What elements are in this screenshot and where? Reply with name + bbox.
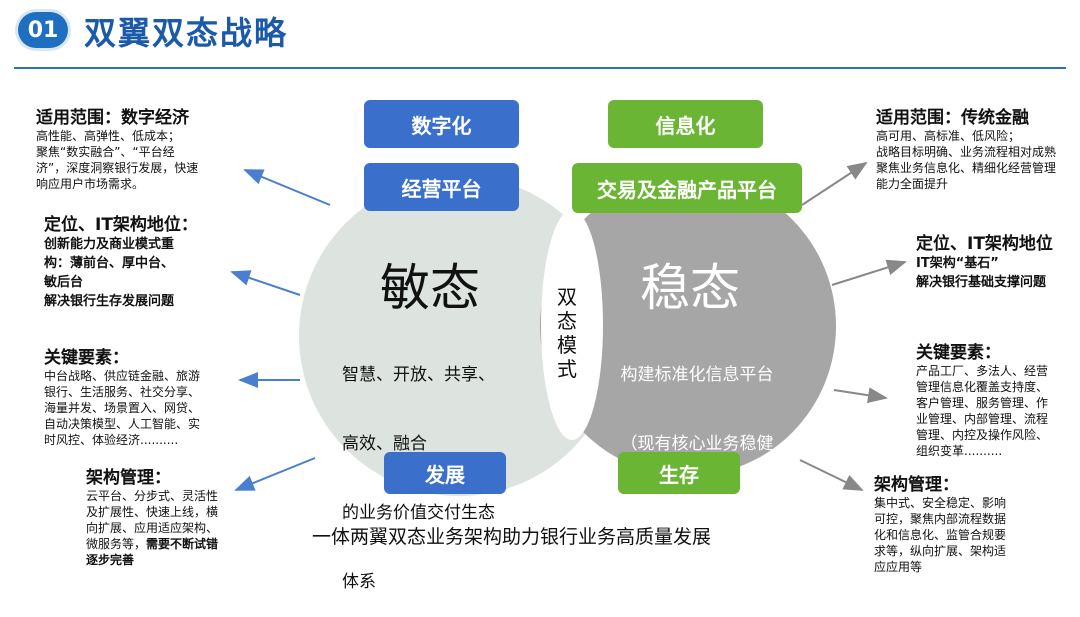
right-arch-line: 集中式、安全稳定、影响 [874, 496, 1007, 510]
survival-box: 生存 [618, 452, 740, 494]
right-elements-line: 管理、内控及操作风险、 [916, 428, 1049, 442]
left-arch-heading: 架构管理： [86, 468, 171, 488]
left-position-line: 解决银行生存发展问题 [44, 294, 175, 309]
right-arch-line: 可控，聚焦内部流程数据 [874, 512, 1007, 526]
summary-caption: 一体两翼双态业务架构助力银行业务高质量发展 [312, 526, 712, 548]
left-arch-bold-last: 逐步完善 [86, 553, 135, 567]
section-number-badge: 01 [18, 12, 68, 48]
arrow-right-4 [799, 459, 864, 491]
right-elements-line: 组织变革.......... [916, 444, 1003, 458]
right-scope-line: 能力全面提升 [876, 177, 949, 191]
left-arch-line: 及扩展性、快速上线，横 [86, 505, 219, 519]
right-elements-line: 业管理、内部管理、流程 [916, 412, 1049, 426]
right-position-heading: 定位、IT架构地位 [916, 234, 1053, 254]
dual-mode-label: 双态模式 [557, 285, 577, 381]
agile-desc-line: 的业务价值交付生态 [342, 503, 495, 523]
stable-desc-line: 发展—传统项目制开 [620, 503, 774, 523]
right-elements-heading: 关键要素： [916, 343, 1001, 363]
operation-platform-box: 经营平台 [364, 163, 519, 211]
development-box: 发展 [384, 452, 506, 494]
left-elements-line: 银行、生活服务、社交分享、 [44, 385, 201, 399]
arrow-right-2 [831, 259, 907, 286]
stable-desc-line: （现有核心业务稳健 [620, 434, 774, 454]
left-position-line: 构：薄前台、厚中台、 [44, 256, 175, 271]
digitalization-box: 数字化 [364, 100, 519, 148]
stable-desc-line: 构建标准化信息平台 [620, 365, 774, 385]
right-arch-block: 架构管理： 集中式、安全稳定、影响 可控，聚焦内部流程数据 化和信息化、监管合规… [874, 470, 1080, 575]
left-elements-line: 中台战略、供应链金融、旅游 [44, 369, 201, 383]
page-title: 双翼双态战略 [84, 14, 289, 52]
left-arch-block: 架构管理： 云平台、分步式、灵活性 及扩展性、快速上线，横 向扩展、应用适应架构… [86, 463, 218, 568]
left-elements-line: 自动决策模型、人工智能、实 [44, 417, 201, 431]
header-divider [14, 67, 1066, 69]
left-position-line: 敏后台 [44, 275, 84, 290]
left-position-heading: 定位、IT架构地位： [44, 215, 198, 235]
left-arch-line: 向扩展、应用适应架构、 [86, 521, 219, 535]
agile-mode-title: 敏态 [380, 259, 480, 317]
left-scope-line: 高性能、高弹性、低成本； [36, 129, 181, 143]
right-elements-line: 管理信息化覆盖支持度、 [916, 380, 1049, 394]
left-elements-line: 海量并发、场景置入、网贷、 [44, 401, 201, 415]
right-arch-line: 应应用等 [874, 560, 923, 574]
left-position-block: 定位、IT架构地位： 创新能力及商业模式重 构：薄前台、厚中台、 敏后台 解决银… [44, 210, 198, 311]
right-scope-block: 适用范围：传统金融 高可用、高标准、低风险； 战略目标明确、业务流程相对成熟 聚… [876, 103, 1080, 192]
arrow-left-2 [230, 270, 301, 296]
right-elements-block: 关键要素： 产品工厂、多法人、经营 管理信息化覆盖支持度、 客户管理、服务管理、… [916, 338, 1080, 459]
right-elements-line: 客户管理、服务管理、作 [916, 396, 1049, 410]
right-arch-line: 求等，纵向扩展、架构适 [874, 544, 1007, 558]
arrow-left-4 [234, 457, 316, 491]
right-elements-line: 产品工厂、多法人、经营 [916, 364, 1049, 378]
arrows-layer [230, 161, 907, 491]
left-scope-block: 适用范围：数字经济 高性能、高弹性、低成本； 聚焦“数实融合”、“平台经 济”，… [36, 103, 198, 192]
right-position-line: 解决银行基础支撑问题 [916, 275, 1047, 290]
right-scope-line: 高可用、高标准、低风险； [876, 129, 1021, 143]
agile-desc-line: 体系 [342, 572, 376, 592]
left-elements-block: 关键要素： 中台战略、供应链金融、旅游 银行、生活服务、社交分享、 海量并发、场… [44, 343, 200, 448]
stable-mode-title: 稳态 [640, 259, 740, 317]
right-scope-line: 聚焦业务信息化、精细化经营管理 [876, 161, 1057, 175]
left-scope-line: 聚焦“数实融合”、“平台经 [36, 145, 175, 159]
left-arch-bold-tail: 需要不断试错 [146, 537, 219, 551]
left-elements-line: 时风控、体验经济.......... [44, 433, 179, 447]
stable-desc-line: 发） [680, 572, 714, 592]
agile-mode-description: 智慧、开放、共享、 高效、融合 的业务价值交付生态 体系 [342, 318, 495, 617]
right-arch-heading: 架构管理： [874, 475, 959, 495]
left-scope-heading: 适用范围：数字经济 [36, 108, 189, 128]
right-position-block: 定位、IT架构地位 IT架构“基石” 解决银行基础支撑问题 [916, 229, 1080, 292]
trading-platform-box: 交易及金融产品平台 [572, 163, 802, 213]
dual-mode-overlap [541, 210, 603, 440]
arrow-right-3 [833, 387, 888, 404]
arrow-right-1 [801, 161, 868, 206]
right-scope-heading: 适用范围：传统金融 [876, 108, 1029, 128]
left-scope-line: 响应用户市场需求。 [36, 177, 145, 191]
right-position-line: IT架构“基石” [916, 256, 999, 271]
agile-desc-line: 高效、融合 [342, 434, 427, 454]
left-arch-line: 云平台、分步式、灵活性 [86, 489, 219, 503]
left-scope-line: 济”，深度洞察银行发展，快速 [36, 161, 199, 175]
right-scope-line: 战略目标明确、业务流程相对成熟 [876, 145, 1057, 159]
left-arch-line-part: 微服务等， [86, 537, 147, 551]
right-arch-line: 化和信息化、监管合规要 [874, 528, 1007, 542]
left-position-line: 创新能力及商业模式重 [44, 237, 175, 252]
agile-desc-line: 智慧、开放、共享、 [342, 365, 495, 385]
left-elements-heading: 关键要素： [44, 348, 129, 368]
arrow-left-1 [243, 169, 331, 206]
informatization-box: 信息化 [608, 100, 763, 148]
left-arch-line: 微服务等，需要不断试错 [86, 536, 218, 552]
